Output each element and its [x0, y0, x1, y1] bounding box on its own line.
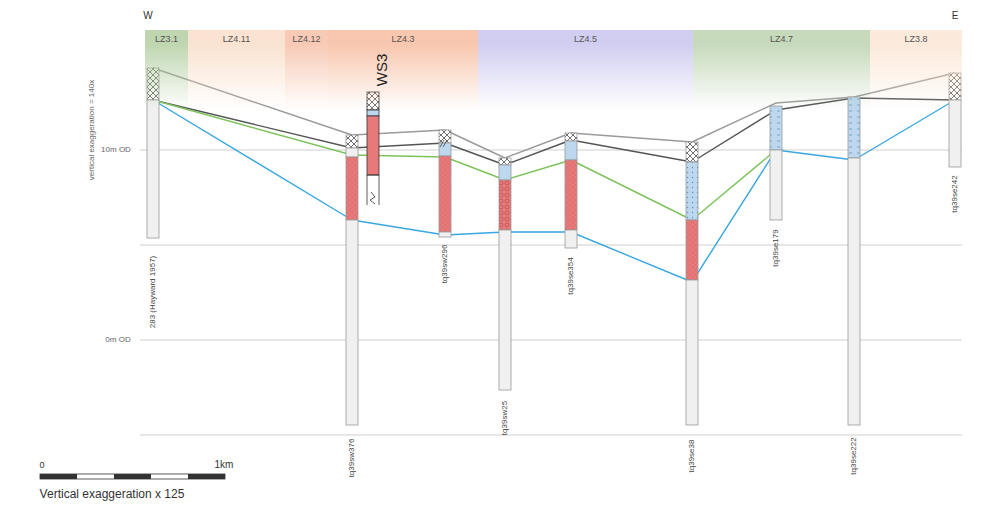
borehole-id: tq39se222 [850, 437, 858, 474]
borehole-id: tq39sw25 [501, 401, 509, 435]
landscape-zone-band: LZ3.8 [870, 30, 962, 110]
borehole-id: tq39se242 [951, 175, 959, 212]
datum-label: 10m OD [101, 146, 131, 154]
borehole-id: tq39se354 [567, 257, 575, 294]
borehole-logs [147, 68, 961, 425]
landscape-zone-band: LZ4.12 [285, 30, 328, 110]
axis-note: vertical exaggeration = 140x [88, 80, 96, 180]
borehole-id: tq39se38 [688, 440, 696, 473]
zone-label: LZ4.11 [188, 30, 285, 44]
landscape-zone-band: LZ4.11 [188, 30, 285, 110]
landscape-zone-band: LZ3.1 [145, 30, 188, 110]
zone-label: LZ4.3 [328, 30, 478, 44]
borehole-id: tq39sw376 [348, 439, 356, 478]
compass-label: E [952, 11, 959, 21]
borehole-id: 283 (Hayward 1957) [149, 256, 157, 328]
landscape-zone-band: LZ4.3 [328, 30, 478, 110]
scale-label: 0 [39, 461, 44, 470]
scale-label: 1km [215, 460, 234, 470]
gravel-base [153, 100, 955, 282]
borehole-id: tq39sw296 [441, 245, 449, 284]
landscape-zone-band: LZ4.5 [478, 30, 693, 110]
zone-label: LZ3.8 [870, 30, 962, 44]
zone-label: LZ4.7 [693, 30, 870, 44]
datum-label: 0m OD [105, 336, 130, 344]
datum-line [140, 150, 962, 435]
zone-label: LZ4.5 [478, 30, 693, 44]
zone-label: LZ3.1 [145, 30, 188, 44]
compass-label: W [143, 11, 152, 21]
alluvium-base [153, 100, 776, 220]
scale-bar [40, 474, 225, 479]
tick-mark [440, 140, 447, 147]
scale-note: Vertical exaggeration x 125 [40, 488, 185, 500]
landscape-zone-band: LZ4.7 [693, 30, 870, 110]
borehole-id: tq39se179 [772, 229, 780, 266]
borehole-name: WS3 [374, 54, 389, 87]
zone-label: LZ4.12 [285, 30, 328, 44]
